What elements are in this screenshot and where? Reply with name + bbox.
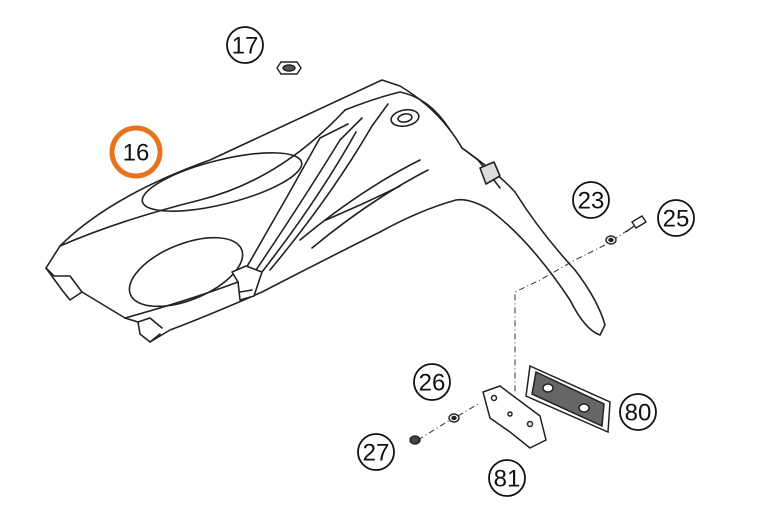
callout-80[interactable]: 80 bbox=[619, 393, 657, 431]
nut-icon[interactable] bbox=[276, 61, 302, 75]
callout-17[interactable]: 17 bbox=[226, 26, 264, 64]
reflector-icon[interactable] bbox=[525, 364, 611, 434]
callout-label-27: 27 bbox=[363, 440, 390, 467]
callout-label-23: 23 bbox=[578, 188, 605, 215]
washer-icon[interactable] bbox=[605, 235, 617, 245]
callout-23[interactable]: 23 bbox=[572, 181, 610, 219]
screw-icon[interactable] bbox=[409, 435, 421, 445]
callout-81[interactable]: 81 bbox=[488, 459, 526, 497]
assembly-lines bbox=[417, 229, 629, 441]
callout-label-81: 81 bbox=[494, 466, 521, 493]
callout-label-16: 16 bbox=[123, 140, 150, 167]
callout-27[interactable]: 27 bbox=[357, 433, 395, 471]
screw-icon[interactable] bbox=[625, 215, 647, 233]
callout-label-80: 80 bbox=[625, 400, 652, 427]
washer-icon[interactable] bbox=[448, 413, 460, 423]
highlight-ring bbox=[109, 125, 163, 179]
callout-25[interactable]: 25 bbox=[657, 199, 695, 237]
callout-label-25: 25 bbox=[663, 206, 690, 233]
callout-26[interactable]: 26 bbox=[413, 363, 451, 401]
callout-label-17: 17 bbox=[232, 33, 259, 60]
callout-label-26: 26 bbox=[419, 370, 446, 397]
callout-16[interactable]: 16 bbox=[109, 125, 163, 179]
bracket-plate-icon[interactable] bbox=[482, 385, 547, 449]
fender-icon[interactable] bbox=[45, 79, 606, 343]
